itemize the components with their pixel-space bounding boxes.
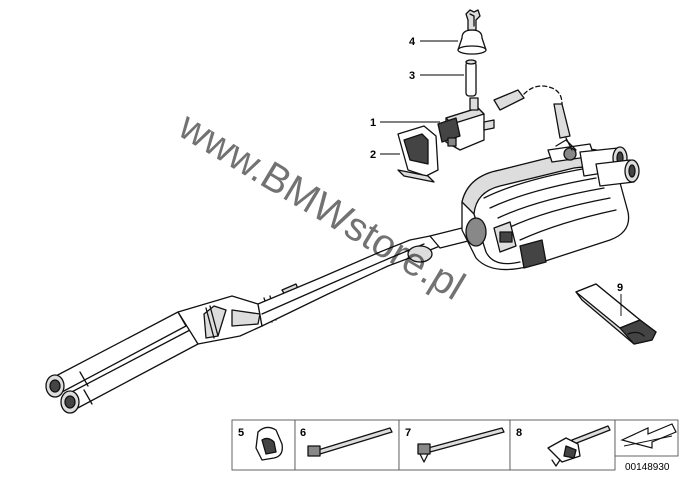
callout-9: 9	[617, 282, 623, 316]
hardware-number-6: 6	[300, 427, 306, 439]
vacuum-valve	[437, 97, 495, 151]
front-pipe	[45, 283, 301, 414]
cable-tie-anchor-part	[417, 427, 505, 463]
hardware-number-5: 5	[238, 427, 244, 439]
rear-muffler	[461, 148, 630, 271]
vacuum-line	[493, 85, 573, 151]
vacuum-hose	[465, 59, 477, 97]
edge-protector	[575, 283, 657, 345]
vacuum-cap	[457, 9, 487, 55]
valve-bracket	[397, 125, 439, 183]
hardware-number-7: 7	[405, 427, 411, 439]
center-pipe	[257, 225, 481, 327]
callout-number-2: 2	[370, 149, 376, 161]
callout-number-4: 4	[409, 36, 416, 48]
callout-1: 1	[370, 117, 440, 129]
callout-number-1: 1	[370, 117, 376, 129]
cable-tie-part	[307, 427, 393, 457]
callout-3: 3	[409, 70, 464, 82]
callout-2: 2	[370, 149, 400, 161]
callout-4: 4	[409, 36, 458, 48]
hardware-number-8: 8	[516, 427, 522, 439]
arrow-icon	[620, 423, 677, 449]
tailpipes	[547, 139, 640, 187]
diagram-reference-number: 00148930	[625, 462, 670, 473]
hardware-strip: 5 6 7 8 00148930	[231, 419, 679, 473]
callout-number-3: 3	[409, 70, 415, 82]
clip-part	[255, 426, 283, 461]
cable-tie-clip-part	[547, 425, 611, 467]
callout-number-9: 9	[617, 282, 623, 294]
